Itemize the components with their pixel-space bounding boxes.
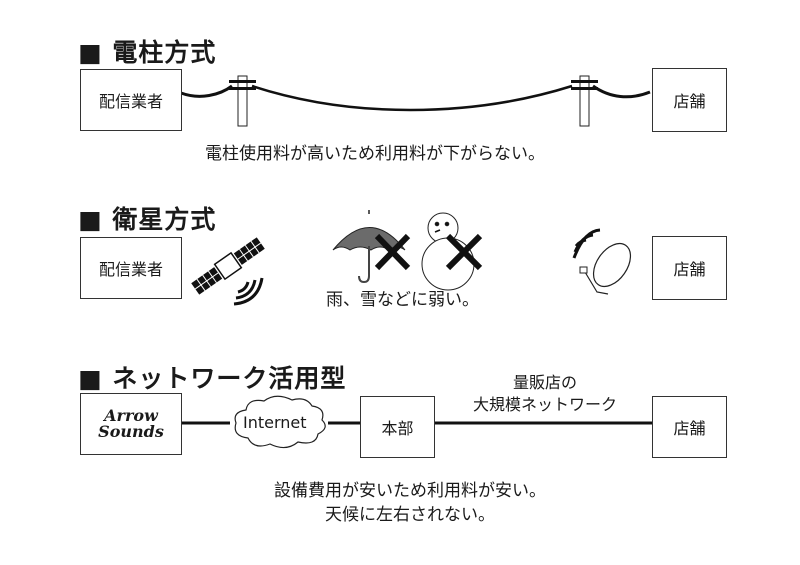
store-box: 店舗 [652, 68, 727, 132]
headquarters-box: 本部 [360, 396, 435, 458]
retailer-network-label: 量販店の 大規模ネットワーク [472, 373, 617, 414]
satellite-icon [191, 237, 265, 295]
network-caption: 設備費用が安いため利用料が安い。 天候に左右されない。 [274, 481, 546, 525]
pole-caption: 電柱使用料が高いため利用料が下がらない。 [205, 144, 545, 164]
internet-cloud-label: Internet [243, 413, 307, 432]
store-box: 店舗 [652, 236, 727, 300]
dish-antenna-icon [572, 228, 632, 295]
utility-pole-icon [229, 75, 256, 127]
cross-icon [374, 233, 411, 271]
cross-icon [445, 233, 483, 271]
distributor-label: 配信業者 [98, 92, 163, 111]
headquarters-label: 本部 [381, 419, 414, 438]
signal-waves-icon [233, 277, 264, 306]
store-label: 店舗 [673, 92, 706, 111]
distributor-box: 配信業者 [80, 69, 182, 131]
satellite-caption: 雨、雪などに弱い。 [326, 290, 479, 310]
store-label: 店舗 [673, 419, 706, 438]
store-box: 店舗 [652, 396, 727, 458]
wire-left [180, 84, 233, 98]
arrow-sounds-logo-box: Arrow Sounds [80, 393, 182, 455]
heading-satellite-method: ■ 衛星方式 [78, 205, 217, 234]
store-label: 店舗 [673, 260, 706, 279]
arrow-sounds-logo: Arrow Sounds [98, 406, 164, 441]
heading-network-method: ■ ネットワーク活用型 [78, 364, 347, 393]
distributor-label: 配信業者 [98, 260, 163, 279]
wire-main [251, 84, 573, 112]
heading-pole-method: ■ 電柱方式 [78, 38, 217, 67]
cloud-icon [234, 395, 326, 449]
distributor-box: 配信業者 [80, 237, 182, 299]
utility-pole-icon [571, 75, 598, 127]
